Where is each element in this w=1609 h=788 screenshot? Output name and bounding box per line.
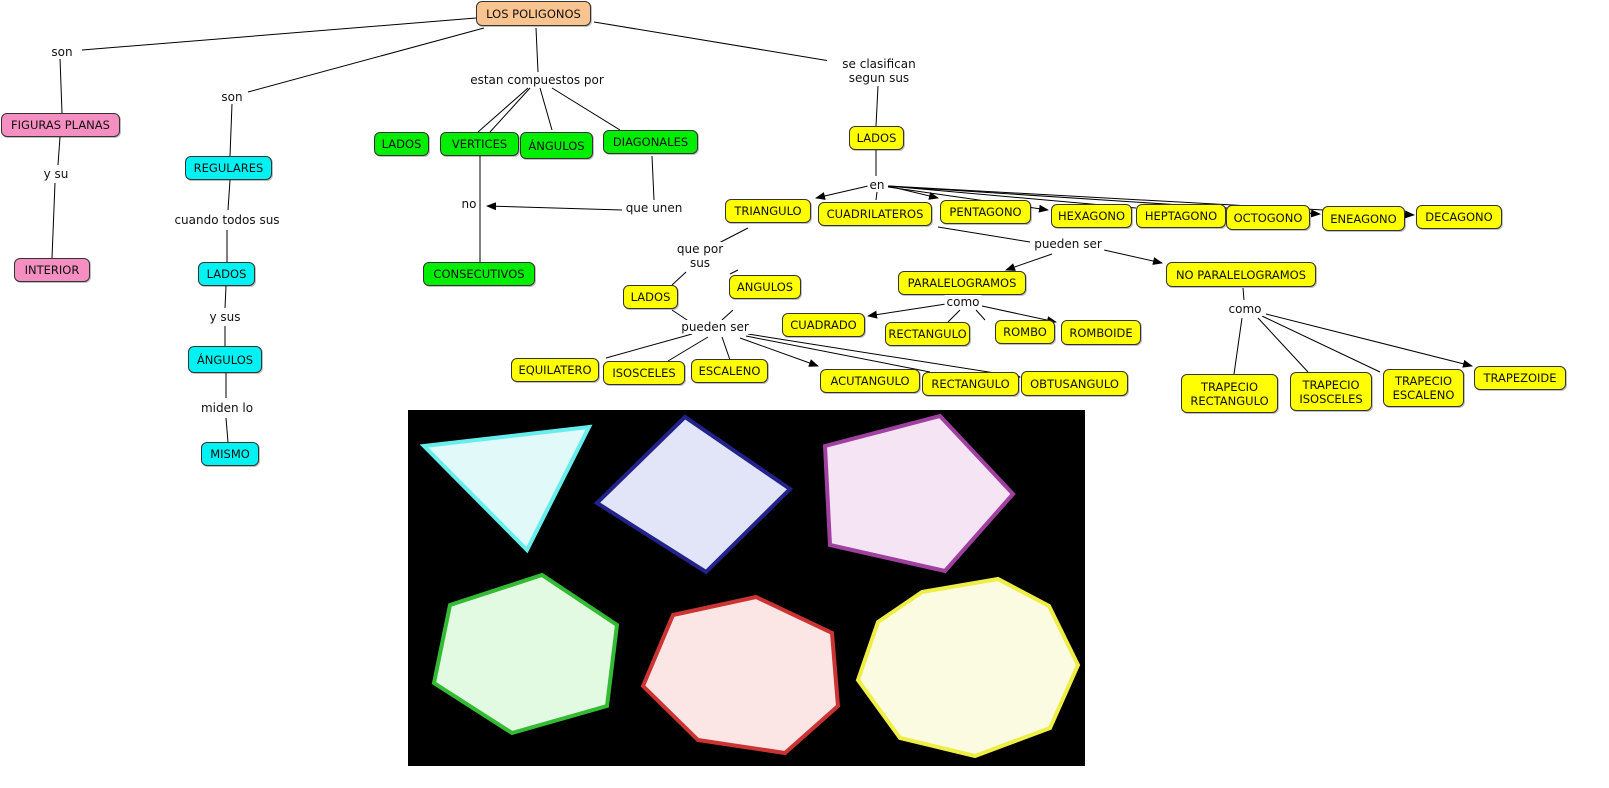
node-octogono[interactable]: OCTOGONO bbox=[1226, 205, 1310, 230]
link-que-unen: que unen bbox=[623, 201, 685, 215]
heptagon-shape bbox=[640, 594, 841, 756]
link-pueden-ser: pueden ser bbox=[679, 320, 751, 334]
node-pentagono[interactable]: PENTAGONO bbox=[940, 200, 1031, 224]
node-regulares[interactable]: REGULARES bbox=[185, 156, 272, 180]
node-triangulo[interactable]: TRIANGULO bbox=[725, 199, 811, 223]
node-escaleno[interactable]: ESCALENO bbox=[691, 359, 768, 383]
node-angulos-triangulo[interactable]: ANGULOS bbox=[729, 275, 801, 299]
node-acutangulo[interactable]: ACUTANGULO bbox=[820, 369, 920, 393]
pentagon-shape bbox=[822, 413, 1016, 574]
link-estan-compuestos-por: estan compuestos por bbox=[468, 73, 606, 87]
node-romboide[interactable]: ROMBOIDE bbox=[1061, 320, 1141, 345]
node-trapecio-isosceles[interactable]: TRAPECIO ISOSCELES bbox=[1290, 372, 1372, 411]
link-se-clasifican: se clasifican segun sus bbox=[827, 57, 931, 85]
polygons-image bbox=[408, 410, 1085, 766]
link-son: son bbox=[49, 45, 75, 59]
hexagon-shape bbox=[431, 572, 620, 736]
node-decagono[interactable]: DECAGONO bbox=[1416, 205, 1502, 229]
link-como: como bbox=[1226, 302, 1264, 316]
octagon-shape bbox=[855, 576, 1081, 759]
node-equilatero[interactable]: EQUILATERO bbox=[511, 358, 599, 382]
link-cuando-todos-sus: cuando todos sus bbox=[172, 213, 282, 227]
node-diagonales[interactable]: DIAGONALES bbox=[603, 130, 698, 154]
node-rectangulo-triangulo[interactable]: RECTANGULO bbox=[922, 372, 1019, 396]
triangle-shape bbox=[419, 424, 593, 554]
node-paralelogramos[interactable]: PARALELOGRAMOS bbox=[898, 271, 1026, 295]
node-obtusangulo[interactable]: OBTUSANGULO bbox=[1021, 371, 1128, 396]
node-lados-componentes[interactable]: LADOS bbox=[374, 132, 429, 156]
link-como: como bbox=[944, 295, 982, 309]
link-pueden-ser: pueden ser bbox=[1032, 237, 1104, 251]
node-los-poligonos[interactable]: LOS POLIGONOS bbox=[476, 1, 591, 26]
node-eneagono[interactable]: ENEAGONO bbox=[1322, 206, 1405, 231]
node-rombo[interactable]: ROMBO bbox=[995, 320, 1055, 344]
node-hexagono[interactable]: HEXAGONO bbox=[1051, 204, 1132, 228]
node-isosceles[interactable]: ISOSCELES bbox=[603, 361, 685, 385]
node-angulos-componentes[interactable]: ÁNGULOS bbox=[520, 132, 593, 159]
link-y-sus: y sus bbox=[207, 310, 243, 324]
node-trapecio-escaleno[interactable]: TRAPECIO ESCALENO bbox=[1383, 369, 1464, 407]
node-lados-regulares[interactable]: LADOS bbox=[198, 262, 255, 286]
node-heptagono[interactable]: HEPTAGONO bbox=[1136, 204, 1226, 228]
node-figuras-planas[interactable]: FIGURAS PLANAS bbox=[1, 113, 120, 137]
node-cuadrilateros[interactable]: CUADRILATEROS bbox=[818, 202, 932, 226]
link-miden-lo: miden lo bbox=[198, 401, 256, 415]
node-angulos-regulares[interactable]: ÁNGULOS bbox=[188, 346, 262, 373]
node-rectangulo-paralelogramo[interactable]: RECTANGULO bbox=[885, 322, 970, 346]
square-shape bbox=[593, 414, 794, 575]
link-no: no bbox=[459, 197, 479, 211]
node-interior[interactable]: INTERIOR bbox=[14, 258, 90, 282]
link-y-su: y su bbox=[41, 167, 71, 181]
node-vertices[interactable]: VERTICES bbox=[440, 132, 519, 156]
node-mismo[interactable]: MISMO bbox=[201, 442, 259, 466]
link-son: son bbox=[219, 90, 245, 104]
node-cuadrado[interactable]: CUADRADO bbox=[782, 313, 865, 337]
node-lados-triangulo[interactable]: LADOS bbox=[623, 285, 678, 309]
node-trapecio-rectangulo[interactable]: TRAPECIO RECTANGULO bbox=[1181, 374, 1278, 413]
link-que-por-sus: que por sus bbox=[673, 242, 727, 270]
node-lados-clasificacion[interactable]: LADOS bbox=[849, 126, 904, 150]
node-trapezoide[interactable]: TRAPEZOIDE bbox=[1474, 366, 1566, 390]
node-consecutivos[interactable]: CONSECUTIVOS bbox=[423, 262, 535, 286]
node-no-paralelogramos[interactable]: NO PARALELOGRAMOS bbox=[1166, 262, 1316, 287]
link-en: en bbox=[867, 178, 887, 192]
